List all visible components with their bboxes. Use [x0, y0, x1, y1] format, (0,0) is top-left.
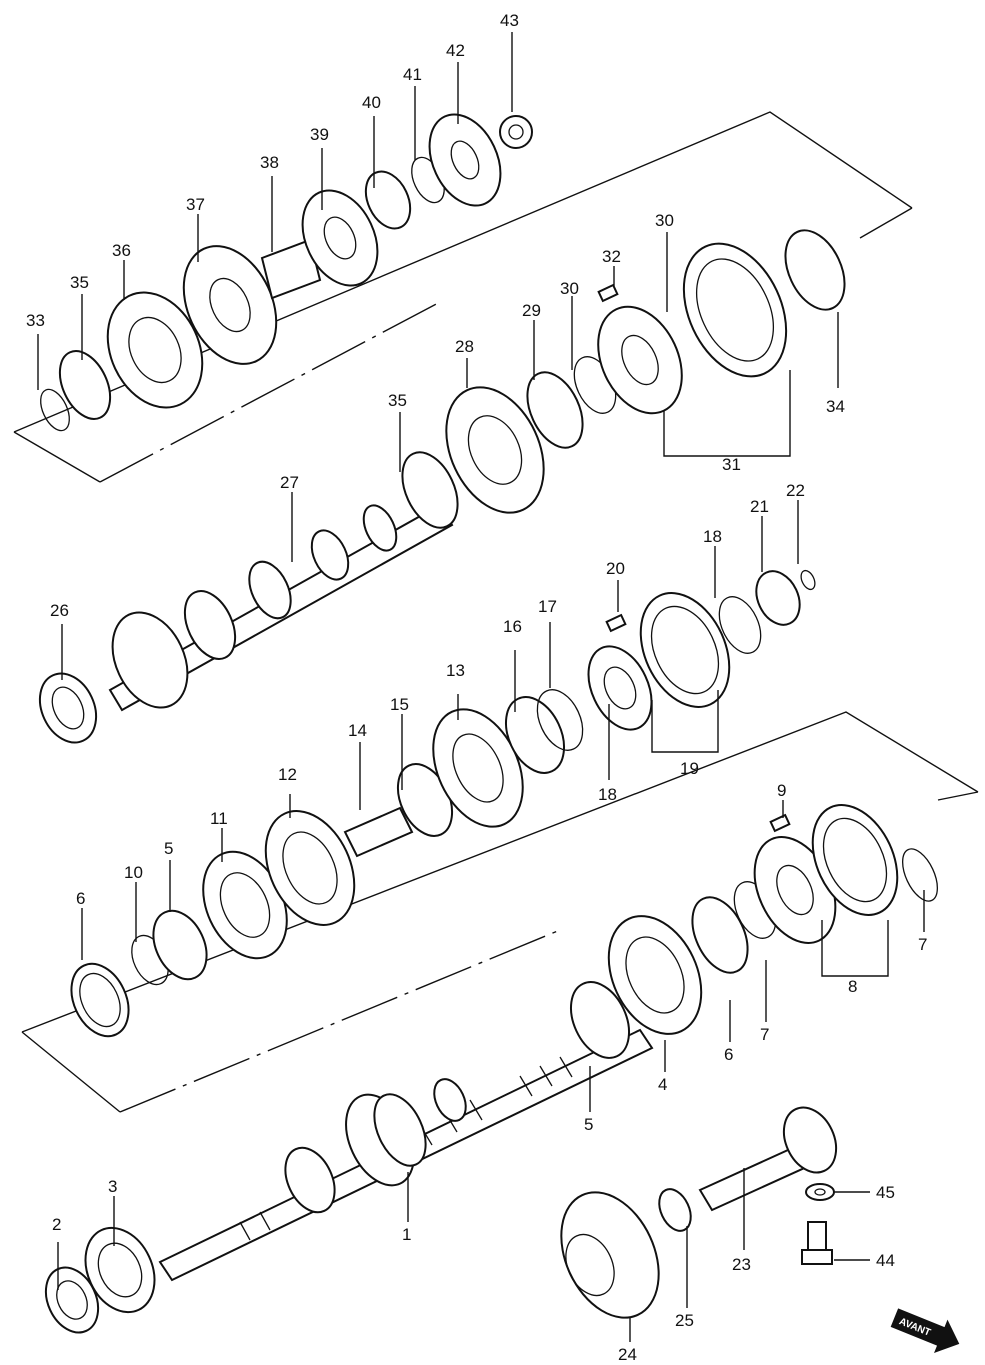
forward-direction-badge: AVANT [890, 1308, 960, 1354]
part-label-2: 2 [52, 1215, 61, 1234]
part-label-23: 23 [732, 1255, 751, 1274]
part-label-19: 19 [680, 759, 699, 778]
part-label-33: 33 [26, 311, 45, 330]
part-label-34: 34 [826, 397, 845, 416]
part-label-7a: 7 [760, 1025, 769, 1044]
part-label-5a: 5 [164, 839, 173, 858]
part-label-5b: 5 [584, 1115, 593, 1134]
part-label-20: 20 [606, 559, 625, 578]
front-bearing [44, 1226, 156, 1334]
part-label-18b: 18 [598, 785, 617, 804]
part-label-16: 16 [503, 617, 522, 636]
part-label-22: 22 [786, 481, 805, 500]
part-label-28: 28 [455, 337, 474, 356]
part-label-39: 39 [310, 125, 329, 144]
part-label-29: 29 [522, 301, 541, 320]
part-label-3: 3 [108, 1177, 117, 1196]
part-label-38: 38 [260, 153, 279, 172]
part-label-40: 40 [362, 93, 381, 112]
part-label-14: 14 [348, 721, 367, 740]
part-label-44: 44 [876, 1251, 895, 1270]
part-label-43: 43 [500, 11, 519, 30]
part-label-13: 13 [446, 661, 465, 680]
part-label-26: 26 [50, 601, 69, 620]
part-label-6b: 6 [724, 1045, 733, 1064]
middle-upper-group [401, 229, 846, 529]
part-label-21: 21 [750, 497, 769, 516]
part-label-32: 32 [602, 247, 621, 266]
part-label-18a: 18 [703, 527, 722, 546]
part-label-24: 24 [618, 1345, 637, 1364]
part-label-36: 36 [112, 241, 131, 260]
part-label-17: 17 [538, 597, 557, 616]
leader-lines [37, 32, 925, 1342]
part-label-1: 1 [402, 1225, 411, 1244]
part-label-42: 42 [446, 41, 465, 60]
part-label-11: 11 [210, 809, 228, 828]
part-label-35a: 35 [70, 273, 89, 292]
part-label-9: 9 [777, 781, 786, 800]
part-label-25: 25 [675, 1311, 694, 1330]
part-labels: 1 2 3 4 5 5 6 6 7 7 8 9 10 11 12 13 14 1… [26, 11, 927, 1364]
part-label-7b: 7 [918, 935, 927, 954]
part-label-30b: 30 [655, 211, 674, 230]
lower-group-frame [21, 711, 979, 1113]
part-label-10: 10 [124, 863, 143, 882]
lower-gear-group [70, 569, 816, 1038]
part-label-41: 41 [403, 65, 422, 84]
reverse-idler-group [560, 1106, 838, 1319]
counter-shaft [38, 503, 454, 744]
part-label-27: 27 [280, 473, 299, 492]
part-label-8: 8 [848, 977, 857, 996]
part-label-30a: 30 [560, 279, 579, 298]
top-upper-group [40, 113, 533, 432]
part-label-12: 12 [278, 765, 297, 784]
input-shaft [158, 1028, 654, 1282]
part-label-45: 45 [876, 1183, 895, 1202]
part-label-15: 15 [390, 695, 409, 714]
part-label-31: 31 [722, 455, 741, 474]
part-label-35b: 35 [388, 391, 407, 410]
part-label-6a: 6 [76, 889, 85, 908]
part-label-4: 4 [658, 1075, 667, 1094]
part-label-37: 37 [186, 195, 205, 214]
lower-right-synchro [569, 804, 938, 1059]
